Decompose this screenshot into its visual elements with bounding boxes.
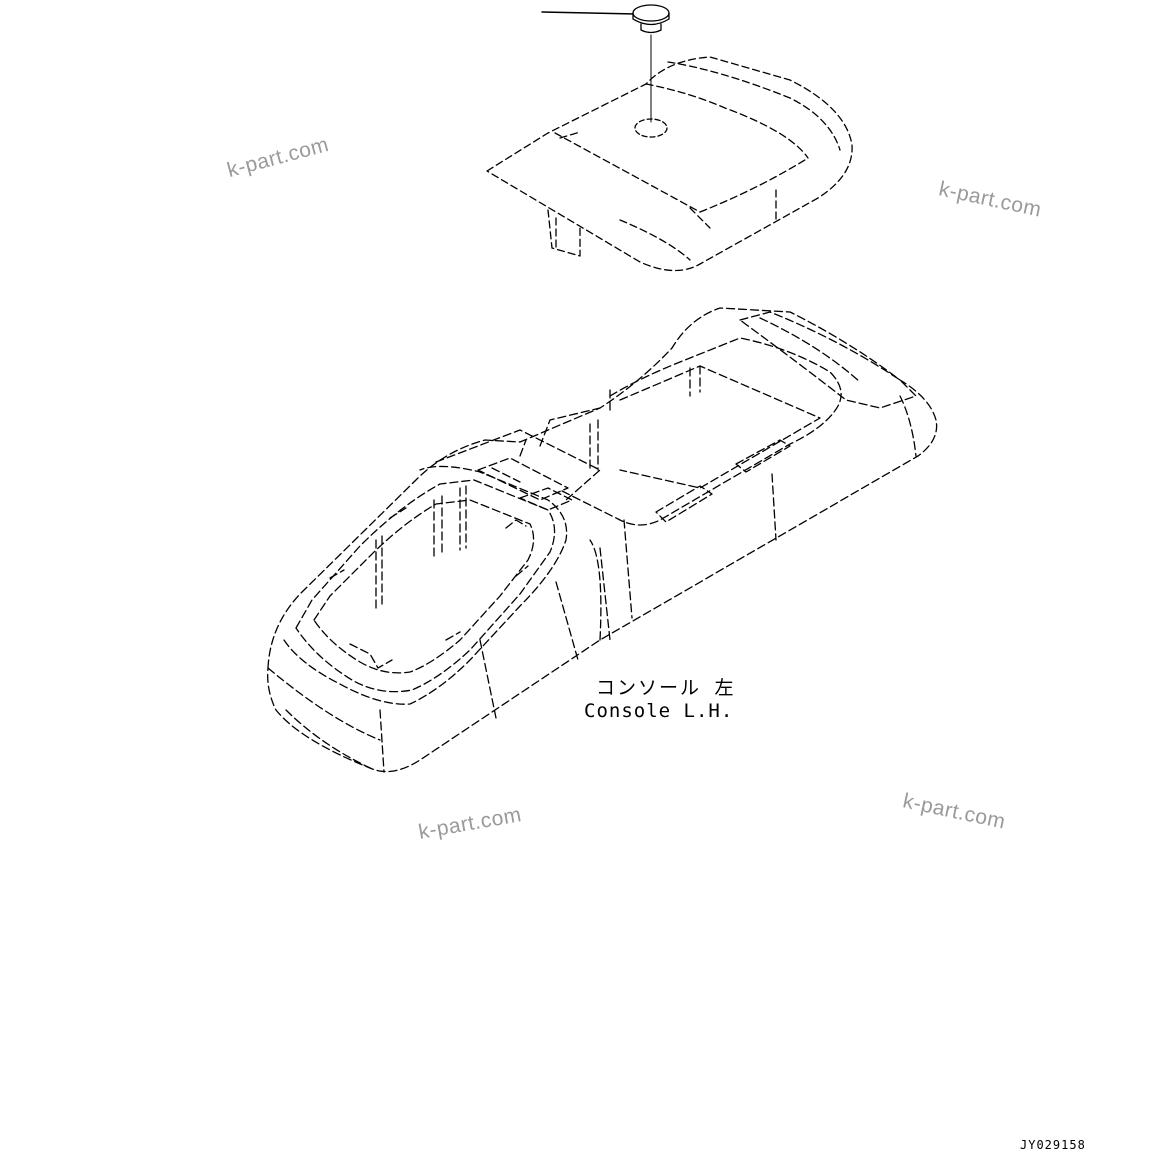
plug-callout xyxy=(541,4,670,123)
console-body xyxy=(267,307,938,773)
drawing-code: JY029158 xyxy=(1020,1138,1086,1152)
armrest-cover xyxy=(486,56,853,272)
plug-part xyxy=(632,4,670,34)
plug-hole xyxy=(634,118,668,138)
part-label-japanese: コンソール 左 xyxy=(596,677,736,699)
leader-line xyxy=(541,11,637,15)
part-label-english: Console L.H. xyxy=(584,700,734,722)
